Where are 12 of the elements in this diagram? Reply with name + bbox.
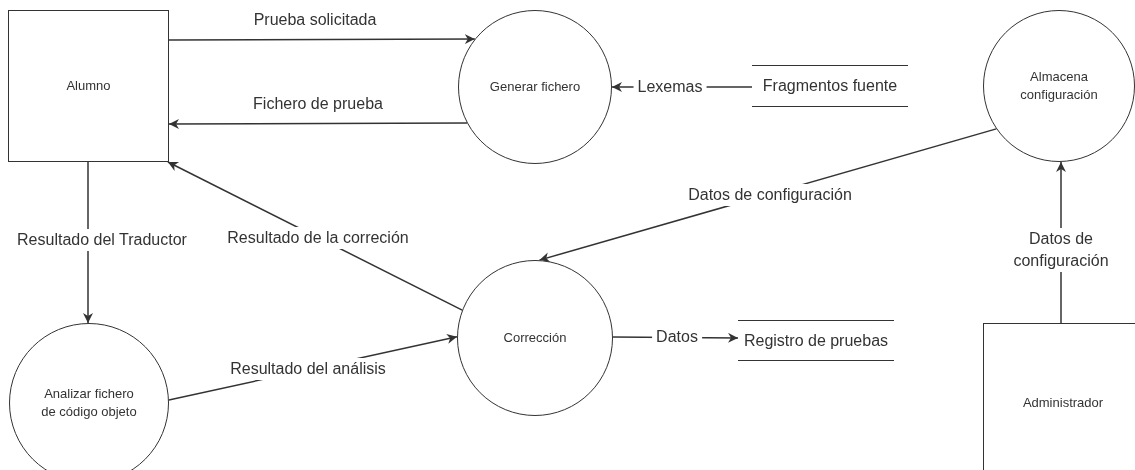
node-label: Analizar fichero de código objeto: [40, 385, 138, 421]
entity-box: [983, 323, 1135, 470]
node-label: Generar fichero: [489, 78, 581, 96]
node-label: Almacena configuración: [1019, 68, 1099, 104]
node-label: Corrección: [503, 329, 567, 347]
node-label: Administrador: [1022, 394, 1104, 412]
entity-box: [8, 10, 169, 162]
node-label: Registro de pruebas: [743, 330, 889, 351]
node-label: Alumno: [66, 77, 111, 95]
arrow: [168, 118, 468, 129]
arrow: [168, 34, 476, 45]
node-label: Fragmentos fuente: [762, 76, 898, 96]
